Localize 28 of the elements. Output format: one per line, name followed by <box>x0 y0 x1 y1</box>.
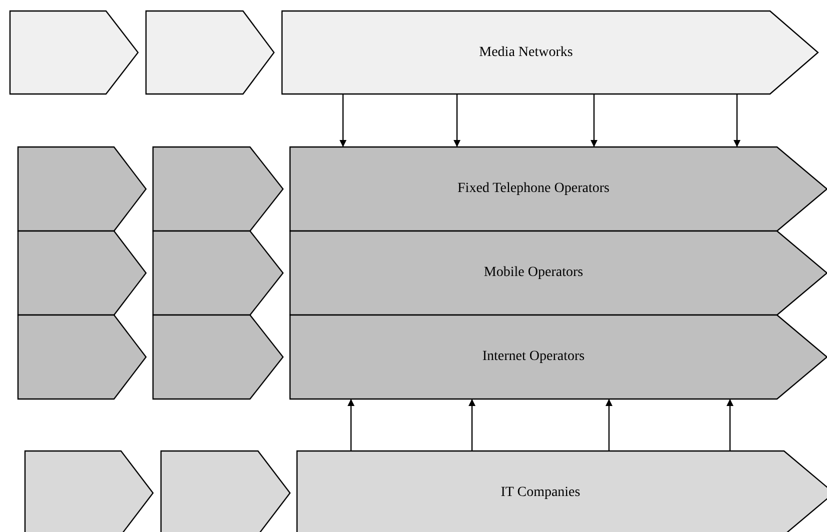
arrow <box>340 94 346 147</box>
band-label: Media Networks <box>479 44 573 60</box>
band-label: Internet Operators <box>482 349 585 365</box>
arrow <box>590 94 598 147</box>
arrow <box>726 399 734 451</box>
chevron-band <box>297 451 827 532</box>
arrow <box>348 399 354 451</box>
chevron-shape <box>161 451 290 532</box>
chevron-shape <box>10 11 138 94</box>
chevron-shape <box>153 231 283 315</box>
band-label: Mobile Operators <box>484 265 584 281</box>
arrow <box>606 399 612 451</box>
chevron-band <box>282 11 818 94</box>
chevron-shape <box>153 147 283 231</box>
chevron-shape <box>18 315 146 399</box>
band-label: IT Companies <box>500 485 580 501</box>
chevron-shape <box>18 147 146 231</box>
chevron-band <box>290 315 827 399</box>
chevron-band <box>290 147 827 231</box>
band-label: Fixed Telephone Operators <box>458 181 610 197</box>
chevron-shape <box>18 231 146 315</box>
chevron-shape <box>153 315 283 399</box>
chevron-band <box>290 231 827 315</box>
arrow <box>454 94 460 147</box>
chevron-shape <box>146 11 274 94</box>
arrow <box>734 94 740 147</box>
arrow <box>468 399 476 451</box>
chevron-shape <box>25 451 153 532</box>
